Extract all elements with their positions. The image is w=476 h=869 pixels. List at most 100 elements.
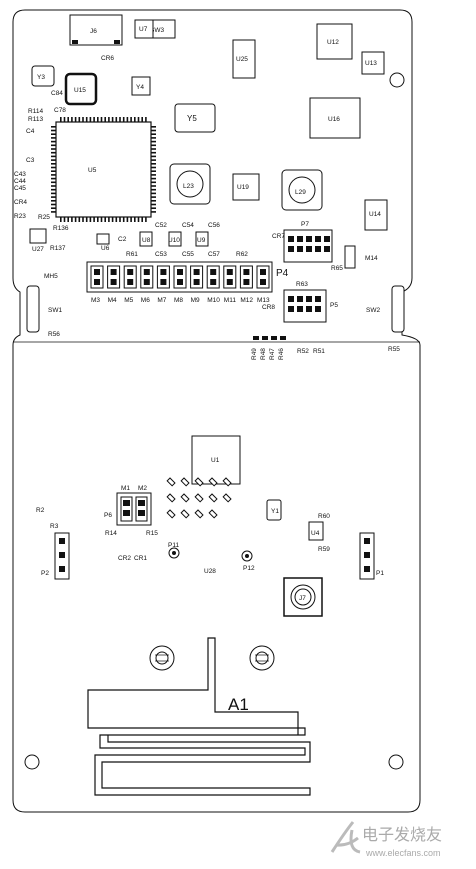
- svg-text:U4: U4: [311, 530, 320, 537]
- sw2-switch: [391, 285, 405, 333]
- svg-text:C52: C52: [155, 222, 167, 229]
- svg-text:R65: R65: [331, 265, 343, 272]
- svg-text:U14: U14: [369, 211, 381, 218]
- svg-text:Y5: Y5: [187, 114, 197, 123]
- svg-text:C44: C44: [14, 178, 26, 185]
- svg-text:R59: R59: [318, 546, 330, 553]
- svg-text:R136: R136: [53, 225, 69, 232]
- svg-text:CR4: CR4: [14, 199, 27, 206]
- u5-label: U5: [88, 167, 97, 174]
- svg-text:R62: R62: [236, 251, 248, 258]
- watermark-cn: 电子发烧友: [362, 825, 442, 844]
- motor-label-m9: M9: [191, 297, 200, 304]
- svg-text:P6: P6: [104, 512, 112, 519]
- u13-chip: [361, 51, 385, 75]
- resistor-label-r46: R46: [278, 348, 285, 360]
- svg-text:C78: C78: [54, 107, 66, 114]
- u5-chip: [55, 121, 152, 218]
- l29-inductor: [281, 169, 323, 211]
- svg-text:C45: C45: [14, 185, 26, 192]
- j6-connector: [69, 14, 123, 46]
- y5-crystal: [174, 103, 216, 133]
- watermark-logo-icon: [330, 821, 361, 854]
- screw-hole-left: [149, 645, 175, 671]
- u6-chip: [96, 233, 110, 245]
- svg-text:U19: U19: [237, 184, 249, 191]
- u19-chip: [232, 173, 260, 201]
- svg-text:CR6: CR6: [101, 55, 114, 62]
- motor-label-m5: M5: [124, 297, 133, 304]
- p4-pin-pairs: [90, 265, 270, 289]
- svg-text:R2: R2: [36, 507, 45, 514]
- j7-connector: [283, 577, 323, 617]
- svg-text:M1: M1: [121, 485, 130, 492]
- motor-label-m8: M8: [174, 297, 183, 304]
- svg-text:P1: P1: [376, 570, 384, 577]
- svg-text:C2: C2: [118, 236, 127, 243]
- p12-testpoint: [241, 550, 253, 562]
- p4-label: P4: [276, 268, 289, 279]
- u15-label: U15: [74, 87, 86, 94]
- svg-text:P7: P7: [301, 221, 309, 228]
- svg-text:R23: R23: [14, 213, 26, 220]
- motor-label-m11: M11: [224, 297, 237, 304]
- motor-label-m12: M12: [240, 297, 253, 304]
- svg-text:U6: U6: [101, 245, 110, 252]
- motor-label-m13: M13: [257, 297, 270, 304]
- sw1-switch: [26, 285, 40, 333]
- u10-chip: [168, 231, 182, 247]
- svg-text:R14: R14: [105, 530, 117, 537]
- svg-text:U25: U25: [236, 56, 248, 63]
- u27-chip: [29, 228, 47, 244]
- svg-text:R113: R113: [28, 116, 43, 123]
- p11-testpoint: [168, 547, 180, 559]
- resistor-label-r48: R48: [260, 348, 267, 360]
- u14-chip: [364, 199, 388, 231]
- y3-label: Y3: [37, 74, 45, 81]
- svg-text:CR1: CR1: [134, 555, 147, 562]
- resistor-label-r49: R49: [251, 348, 258, 360]
- svg-text:U8: U8: [142, 237, 151, 244]
- u1-chip: [191, 435, 241, 485]
- watermark-url: www.elecfans.com: [365, 848, 441, 858]
- svg-text:CR2: CR2: [118, 555, 131, 562]
- u7-chip: [134, 19, 154, 39]
- svg-text:R60: R60: [318, 513, 330, 520]
- svg-text:R3: R3: [50, 523, 59, 530]
- svg-text:C57: C57: [208, 251, 220, 258]
- svg-text:MH5: MH5: [44, 273, 58, 280]
- svg-text:U28: U28: [204, 568, 216, 575]
- l23-inductor: [169, 163, 211, 205]
- u8-chip: [139, 231, 153, 247]
- a1-antenna-trace: [87, 637, 311, 796]
- svg-text:R114: R114: [28, 108, 43, 115]
- motor-label-m6: M6: [141, 297, 150, 304]
- resistor-label-r47: R47: [269, 348, 276, 360]
- svg-text:C54: C54: [182, 222, 194, 229]
- j6-label: J6: [90, 28, 97, 35]
- svg-text:P12: P12: [243, 565, 255, 572]
- svg-text:R51: R51: [313, 348, 325, 355]
- svg-text:R61: R61: [126, 251, 138, 258]
- mount-hole-right-bottom: [388, 754, 404, 770]
- svg-text:U1: U1: [211, 457, 220, 464]
- y1-crystal: [266, 499, 282, 521]
- svg-text:C84: C84: [51, 90, 63, 97]
- svg-text:P5: P5: [330, 302, 338, 309]
- svg-text:R137: R137: [50, 245, 66, 252]
- svg-text:R63: R63: [296, 281, 308, 288]
- y4-crystal: [131, 76, 151, 96]
- svg-text:R52: R52: [297, 348, 309, 355]
- svg-text:SW2: SW2: [366, 307, 380, 314]
- svg-text:R55: R55: [388, 346, 400, 353]
- y3-crystal: [31, 65, 55, 87]
- svg-text:L23: L23: [183, 183, 194, 190]
- a1-label: A1: [228, 695, 249, 714]
- svg-text:P2: P2: [41, 570, 49, 577]
- board-outline: [12, 9, 421, 813]
- sw3-label: SW3: [150, 27, 164, 34]
- u5-pins: [51, 117, 156, 222]
- svg-text:C55: C55: [182, 251, 194, 258]
